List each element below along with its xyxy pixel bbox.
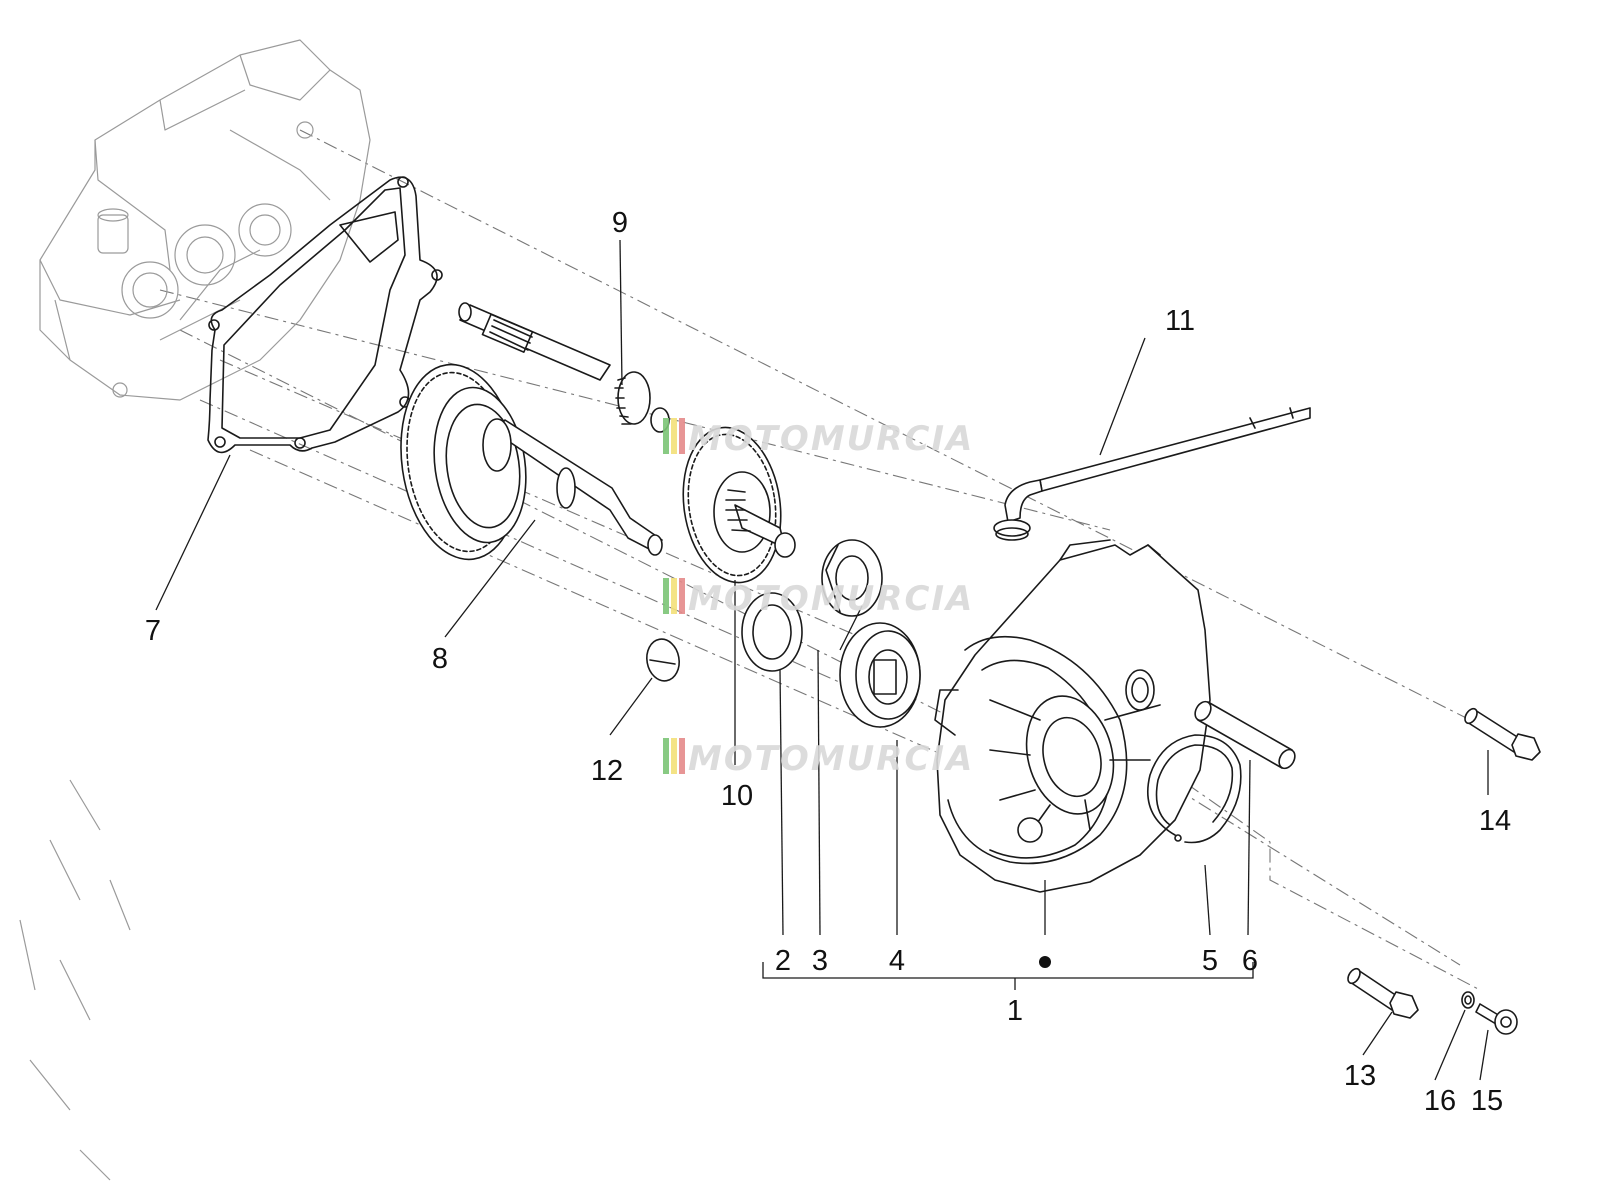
callout-6: 6 (1242, 945, 1258, 977)
callout-2: 2 (775, 945, 791, 977)
callout-7: 7 (145, 615, 161, 647)
small-bearing (821, 539, 883, 617)
cover-gasket (207, 176, 443, 454)
circlip (1146, 734, 1242, 844)
cap-plug (646, 638, 680, 682)
watermark-text: MOTOMURCIA (688, 419, 974, 459)
callout-1: 1 (1007, 995, 1023, 1027)
final-drive-gear-shaft (400, 363, 663, 561)
callout-12: 12 (591, 755, 623, 787)
callout-5: 5 (1202, 945, 1218, 977)
dowel-pin (1194, 700, 1296, 770)
watermark-bottom: MOTOMURCIA (663, 738, 974, 779)
callout-labels: 1 2 3 4 5 6 7 8 9 10 11 12 13 14 15 16 (145, 207, 1511, 1117)
oil-seal (741, 592, 803, 672)
callout-10: 10 (721, 780, 753, 812)
watermark-text: MOTOMURCIA (688, 739, 974, 779)
callout-3: 3 (812, 945, 828, 977)
callout-13: 13 (1344, 1060, 1376, 1092)
callout-9: 9 (612, 207, 628, 239)
watermark-top: MOTOMURCIA (663, 418, 974, 459)
watermark-text: MOTOMURCIA (688, 579, 974, 619)
callout-14: 14 (1479, 805, 1511, 837)
callout-4: 4 (889, 945, 905, 977)
callout-8: 8 (432, 643, 448, 675)
callout-16: 16 (1424, 1085, 1456, 1117)
ball-bearing (839, 622, 921, 728)
breather-pipe (993, 407, 1311, 541)
sealing-washer (1461, 991, 1475, 1009)
assembly-dot (1039, 956, 1051, 968)
callout-15: 15 (1471, 1085, 1503, 1117)
hex-socket-screw (1475, 1003, 1518, 1035)
crankcase-housing (19, 39, 371, 1181)
flange-bolt (1347, 967, 1419, 1019)
intermediate-gear (682, 426, 796, 584)
leader-lines (155, 239, 1489, 1081)
flange-bolt-long (1464, 707, 1541, 761)
callout-11: 11 (1165, 305, 1195, 337)
primary-shaft (458, 302, 670, 433)
transmission-cover (934, 539, 1211, 893)
watermark-middle: MOTOMURCIA (663, 578, 974, 619)
